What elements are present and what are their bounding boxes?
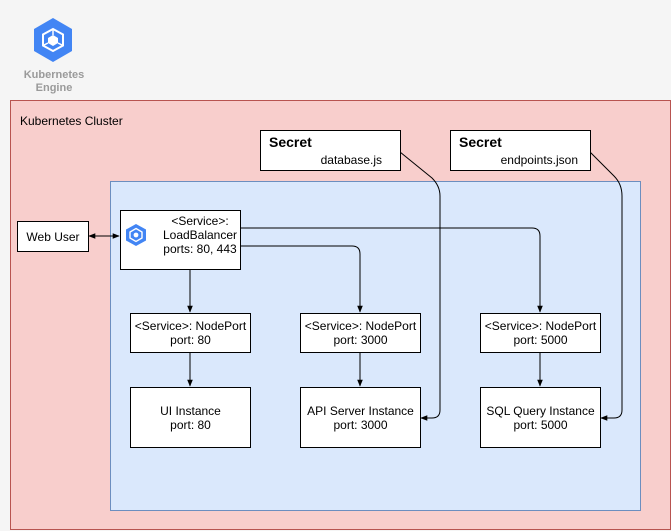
nodeport-line1: <Service>: NodePort (484, 319, 597, 333)
logo-label-line2: Engine (35, 82, 73, 94)
kubernetes-engine-logo (30, 17, 76, 63)
instance-port: port: 80 (170, 417, 211, 432)
nodeport-service-5000: <Service>: NodePort port: 5000 (480, 313, 601, 353)
secret-file: endpoints.json (500, 153, 578, 167)
kubernetes-engine-icon (34, 18, 72, 62)
secret-title: Secret (269, 134, 312, 150)
instance-port: port: 3000 (333, 417, 388, 432)
nodeport-service-80: <Service>: NodePort port: 80 (130, 313, 251, 353)
load-balancer-line3: ports: 80, 443 (163, 242, 237, 256)
nodeport-service-3000: <Service>: NodePort port: 3000 (300, 313, 421, 353)
nodeport-line2: port: 5000 (513, 333, 568, 347)
cluster-label: Kubernetes Cluster (20, 114, 123, 128)
nodeport-line1: <Service>: NodePort (134, 319, 247, 333)
load-balancer-node: <Service>: LoadBalancer ports: 80, 443 (120, 210, 241, 270)
load-balancer-text: <Service>: LoadBalancer ports: 80, 443 (157, 214, 243, 256)
instance-name: API Server Instance (307, 403, 414, 418)
secret-file: database.js (320, 153, 382, 167)
web-user-node: Web User (17, 221, 89, 252)
sql-query-instance: SQL Query Instance port: 5000 (480, 387, 601, 448)
secret-title: Secret (459, 134, 502, 150)
nodeport-line2: port: 80 (170, 333, 211, 347)
secret-endpoints: Secret endpoints.json (450, 130, 591, 171)
ui-instance: UI Instance port: 80 (130, 387, 251, 448)
logo-label-line1: Kubernetes (23, 69, 85, 81)
web-user-label: Web User (26, 229, 80, 244)
logo-label: Kubernetes Engine (14, 69, 94, 95)
api-server-instance: API Server Instance port: 3000 (300, 387, 421, 448)
instance-port: port: 5000 (513, 417, 568, 432)
load-balancer-icon (126, 224, 146, 246)
load-balancer-line2: LoadBalancer (162, 228, 238, 242)
instance-name: SQL Query Instance (486, 403, 595, 418)
nodeport-line2: port: 3000 (333, 333, 388, 347)
instance-name: UI Instance (160, 403, 221, 418)
secret-database: Secret database.js (260, 130, 401, 171)
load-balancer-line1: <Service>: (171, 214, 229, 228)
nodeport-line1: <Service>: NodePort (304, 319, 417, 333)
